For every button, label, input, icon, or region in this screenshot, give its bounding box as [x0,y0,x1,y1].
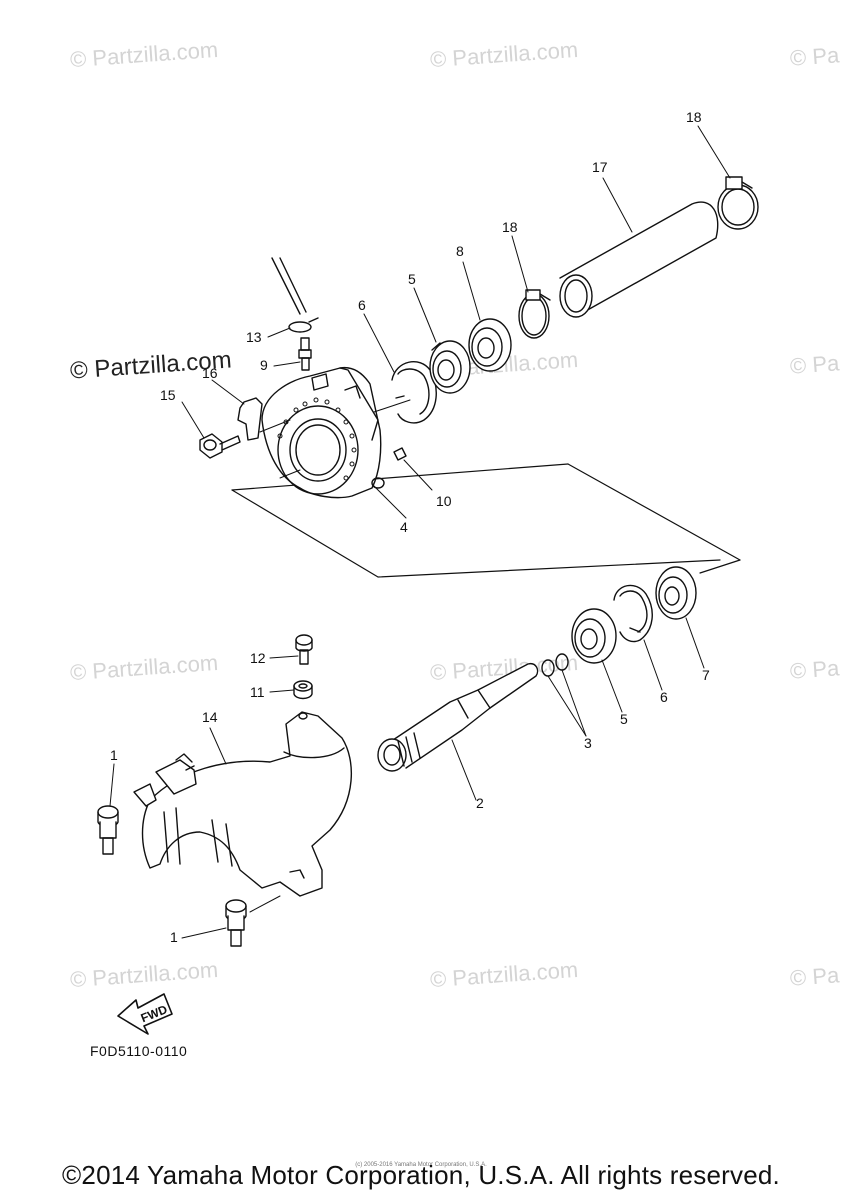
callout: 4 [400,519,408,535]
callout: 6 [660,689,668,705]
part-18-clamp-top [717,176,759,230]
callout: 18 [502,219,518,235]
callout: 5 [408,271,416,287]
fwd-arrow-icon: FWD [117,993,173,1035]
part-1-fastener-bottom [225,899,247,947]
callout: 9 [260,357,268,373]
callout: 15 [160,387,176,403]
part-5-bearing-top [429,340,471,394]
part-9-nipple [298,337,312,371]
callout: 13 [246,329,262,345]
part-17-hose [559,201,719,318]
callout: 8 [456,243,464,259]
part-10-pin [393,447,407,461]
callout: 5 [620,711,628,727]
part-18-clamp-mid [518,289,551,339]
callout: 14 [202,709,218,725]
fine-print: (c) 2005-2016 Yamaha Motor Corporation, … [355,1162,487,1168]
callout: 10 [436,493,452,509]
part-4-housing [261,366,385,499]
callout: 6 [358,297,366,313]
part-5-bearing-bottom [571,608,617,664]
callout: 1 [110,747,118,763]
part-6-circlip-top [391,361,437,424]
assembly-bracket-lines [231,463,741,578]
cable [271,257,307,315]
diagram-code: F0D5110-0110 [90,1043,188,1059]
part-6-circlip-bottom [613,584,653,643]
part-11-collar [293,680,313,700]
callout: 3 [584,735,592,751]
leader-lines [109,125,731,939]
part-2-shaft [377,662,539,772]
callout: 18 [686,109,702,125]
callout: 1 [170,929,178,945]
part-8-bearing [468,318,512,372]
callout: 2 [476,795,484,811]
callout: 11 [250,684,265,700]
callout: 7 [702,667,710,683]
part-16-plate [237,397,263,441]
part-13-clip [288,317,319,333]
callout: 16 [202,365,218,381]
callout: 12 [250,650,266,666]
callout-labels: 18 17 18 8 5 6 13 9 16 15 10 4 12 11 14 … [110,109,710,945]
part-1-fastener-top [97,805,119,855]
part-12-bolt [295,634,313,665]
part-14-cover [133,711,352,897]
copyright-notice: ©2014 Yamaha Motor Corporation, U.S.A. A… [62,1160,780,1190]
part-15-bolt [199,433,241,459]
part-3-o-rings [541,653,569,677]
callout: 17 [592,159,608,175]
part-7-bearing [655,566,697,620]
